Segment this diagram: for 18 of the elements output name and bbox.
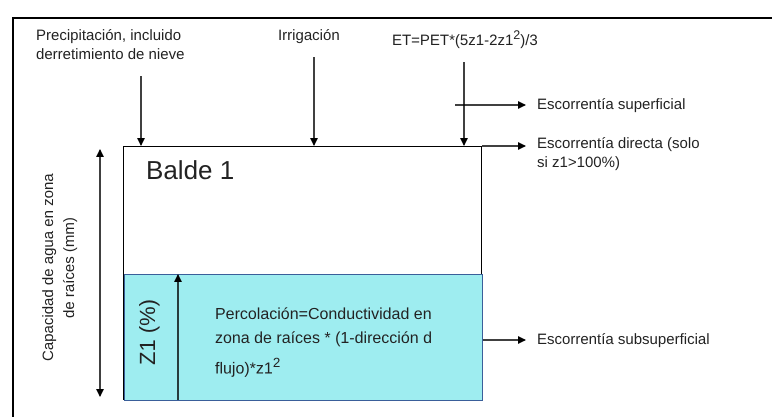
arrow [310,57,318,146]
level-label: Z1 (%) [135,299,161,365]
formula-text: Percolación=Conductividad en zona de raíces * (1-dirección d flujo)*z1$^{2}$ [215,305,433,380]
arrow [482,142,526,150]
output-label: Escorrentía superficial [537,95,767,114]
bucket-box [123,146,482,400]
bucket-title: Balde 1 [146,155,234,186]
arrow [137,76,145,146]
input-label: Precipitación, incluido derretimiento de nieve [36,26,186,64]
output-label: Escorrentía directa (solo si z1>100%) [537,134,702,172]
arrow [455,101,526,109]
input-label: ET=PET*(5z1-2z1$^{2}$)/3 [392,26,592,50]
arrow [483,336,526,344]
dimension-label: Capacidad de agua en zona de raíces (mm) [39,172,79,364]
arrow [460,62,468,146]
input-label: Irrigación [278,26,368,45]
output-label: Escorrentía subsuperficial [537,330,767,349]
water-level-area [124,274,483,401]
